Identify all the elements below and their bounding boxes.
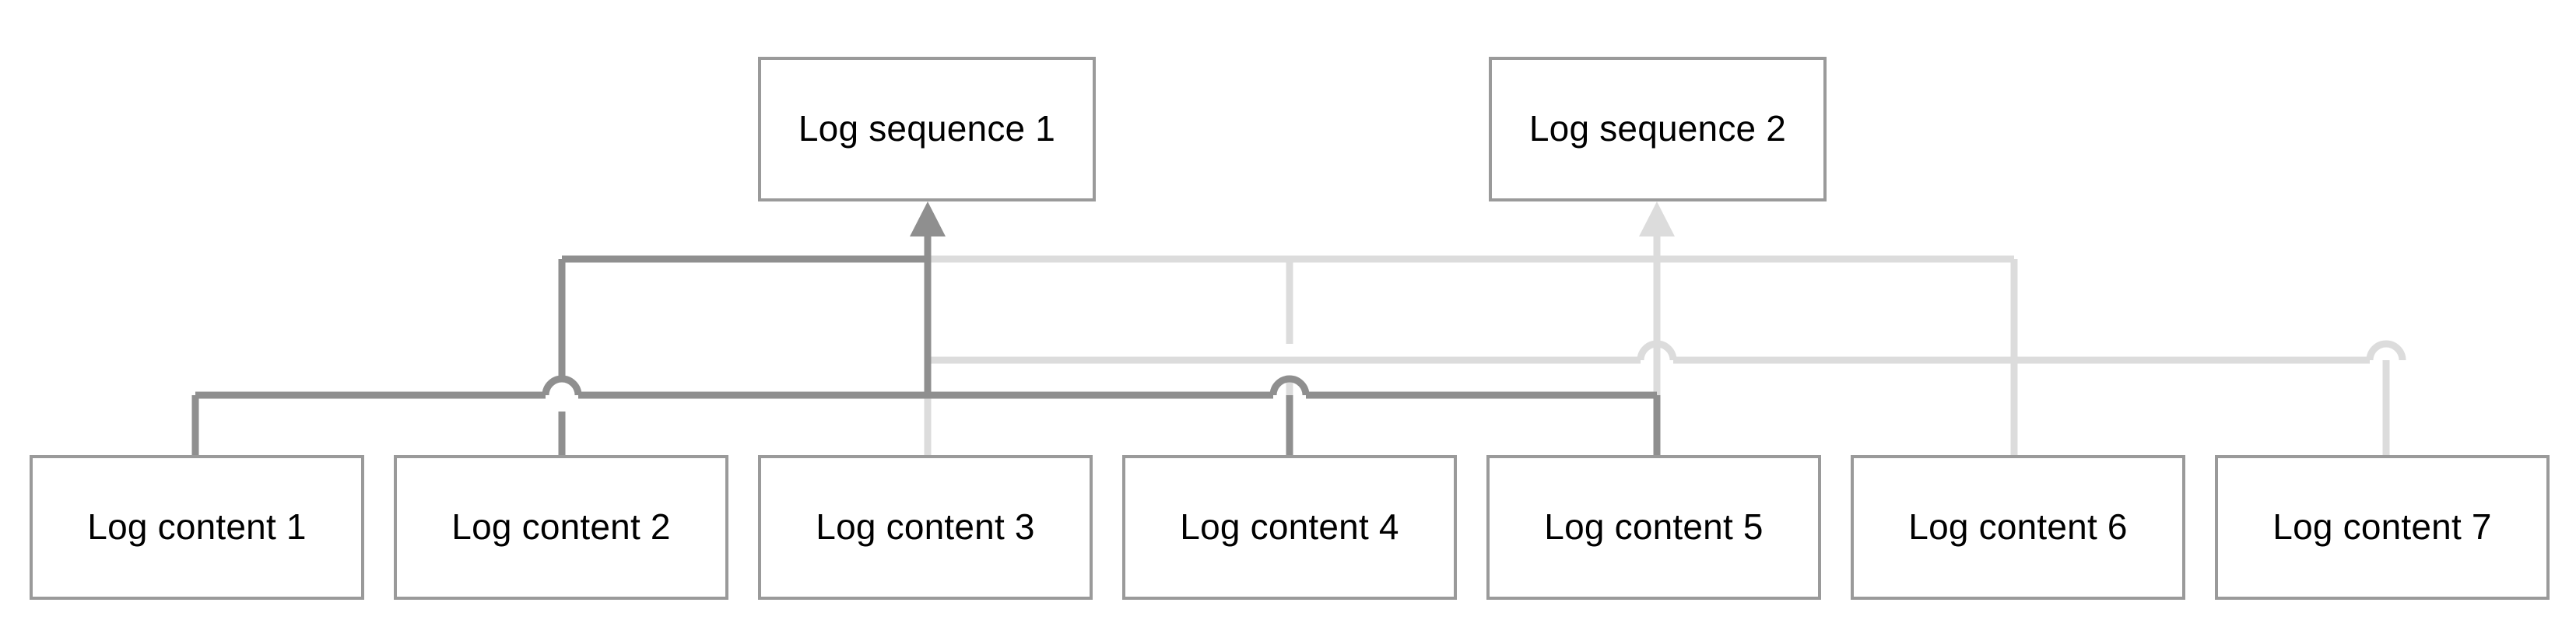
dark-lower-rail-hop-c2 <box>542 375 582 396</box>
node-label: Log content 1 <box>87 506 307 548</box>
light-arrowhead <box>1639 201 1675 236</box>
node-log-content-2[interactable]: Log content 2 <box>394 455 728 600</box>
node-log-sequence-1[interactable]: Log sequence 1 <box>758 57 1096 201</box>
node-label: Log content 7 <box>2272 506 2492 548</box>
node-label: Log sequence 2 <box>1528 108 1787 149</box>
node-log-content-5[interactable]: Log content 5 <box>1486 455 1821 600</box>
node-label: Log content 6 <box>1908 506 2128 548</box>
node-log-sequence-2[interactable]: Log sequence 2 <box>1489 57 1827 201</box>
node-label: Log content 3 <box>816 506 1035 548</box>
edge-group-dark <box>191 235 1661 455</box>
dark-arrowhead <box>910 201 946 236</box>
node-log-content-1[interactable]: Log content 1 <box>30 455 364 600</box>
dark-lower-rail-hop-c4 <box>1269 375 1310 396</box>
node-label: Log content 2 <box>451 506 671 548</box>
node-label: Log sequence 1 <box>798 108 1056 149</box>
node-log-content-6[interactable]: Log content 6 <box>1851 455 2185 600</box>
node-label: Log content 5 <box>1544 506 1764 548</box>
node-log-content-4[interactable]: Log content 4 <box>1122 455 1457 600</box>
edge-group-light <box>924 235 2406 455</box>
light-lower-rail-hop-c7 <box>2366 340 2406 361</box>
node-log-content-3[interactable]: Log content 3 <box>758 455 1093 600</box>
node-log-content-7[interactable]: Log content 7 <box>2215 455 2550 600</box>
node-label: Log content 4 <box>1180 506 1399 548</box>
